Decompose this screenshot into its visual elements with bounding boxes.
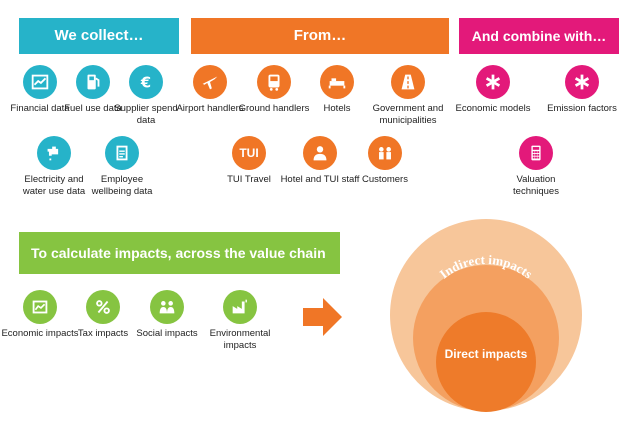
banner-and-combine: And combine with… [459, 18, 619, 54]
induced-label: Induced impacts [437, 199, 536, 225]
from-label: TUI Travel [227, 174, 271, 185]
combine-item-emission: Emission factors [542, 65, 622, 115]
combine-item-valuation: Valuation techniques [496, 136, 576, 198]
from-item-government: Government and municipalities [358, 65, 458, 127]
impact-item-social: Social impacts [127, 290, 207, 340]
road-icon [391, 65, 425, 99]
bed-icon [320, 65, 354, 99]
fuel-pump-icon [76, 65, 110, 99]
economic-icon [23, 290, 57, 324]
family-icon [368, 136, 402, 170]
indirect-label: Indirect impacts [437, 252, 536, 282]
tui-logo: TUI [232, 136, 266, 170]
banner-calculate-impacts: To calculate impacts, across the value c… [19, 232, 340, 274]
collect-item-supplier: € Supplier spend data [106, 65, 186, 127]
direct-circle [436, 312, 536, 412]
impact-item-economic: Economic impacts [0, 290, 80, 340]
from-label: Airport handlers [176, 103, 244, 114]
impact-item-environmental: Environmental impacts [200, 290, 280, 352]
percent-icon [86, 290, 120, 324]
collect-label: Fuel use data [64, 103, 122, 114]
factory-icon [223, 290, 257, 324]
from-label: Government and municipalities [372, 103, 444, 126]
from-item-airport: Airport handlers [170, 65, 250, 115]
from-item-tui: TUI TUI Travel [209, 136, 289, 186]
asterisk-icon [476, 65, 510, 99]
airplane-icon [193, 65, 227, 99]
indirect-circle [413, 265, 559, 411]
combine-label: Valuation techniques [513, 174, 559, 197]
svg-text:€: € [140, 75, 151, 92]
banner-from: From… [191, 18, 449, 54]
from-label: Customers [362, 174, 408, 185]
asterisk-icon [565, 65, 599, 99]
impact-label: Tax impacts [77, 328, 129, 339]
impact-label: Environmental impacts [209, 328, 271, 351]
people-icon [150, 290, 184, 324]
from-label: Hotels [323, 103, 351, 114]
right-arrow-icon [303, 298, 342, 336]
from-item-hotels: Hotels [297, 65, 377, 115]
impact-label: Economic impacts [1, 328, 79, 339]
from-item-customers: Customers [345, 136, 425, 186]
collect-item-financial: Financial data [0, 65, 80, 115]
impact-item-tax: Tax impacts [63, 290, 143, 340]
clipboard-icon [105, 136, 139, 170]
person-icon [303, 136, 337, 170]
combine-label: Economic models [455, 103, 531, 114]
collect-label: Supplier spend data [114, 103, 178, 126]
financial-chart-icon [23, 65, 57, 99]
combine-item-economic: Economic models [453, 65, 533, 115]
euro-icon: € [129, 65, 163, 99]
bus-icon [257, 65, 291, 99]
collect-item-employee: Employee wellbeing data [82, 136, 162, 198]
collect-item-fuel: Fuel use data [53, 65, 133, 115]
from-label: Ground handlers [238, 103, 310, 114]
collect-item-electricity: Electricity and water use data [14, 136, 94, 198]
direct-label: Direct impacts [444, 347, 528, 361]
from-item-staff: Hotel and TUI staff [280, 136, 360, 186]
collect-label: Employee wellbeing data [91, 174, 153, 197]
collect-label: Electricity and water use data [22, 174, 86, 197]
banner-we-collect: We collect… [19, 18, 179, 54]
collect-label: Financial data [10, 103, 70, 114]
calculator-icon [519, 136, 553, 170]
from-label: Hotel and TUI staff [280, 174, 360, 185]
induced-circle [390, 219, 582, 411]
combine-label: Emission factors [547, 103, 617, 114]
impact-label: Social impacts [136, 328, 198, 339]
from-item-ground: Ground handlers [234, 65, 314, 115]
water-tap-icon [37, 136, 71, 170]
